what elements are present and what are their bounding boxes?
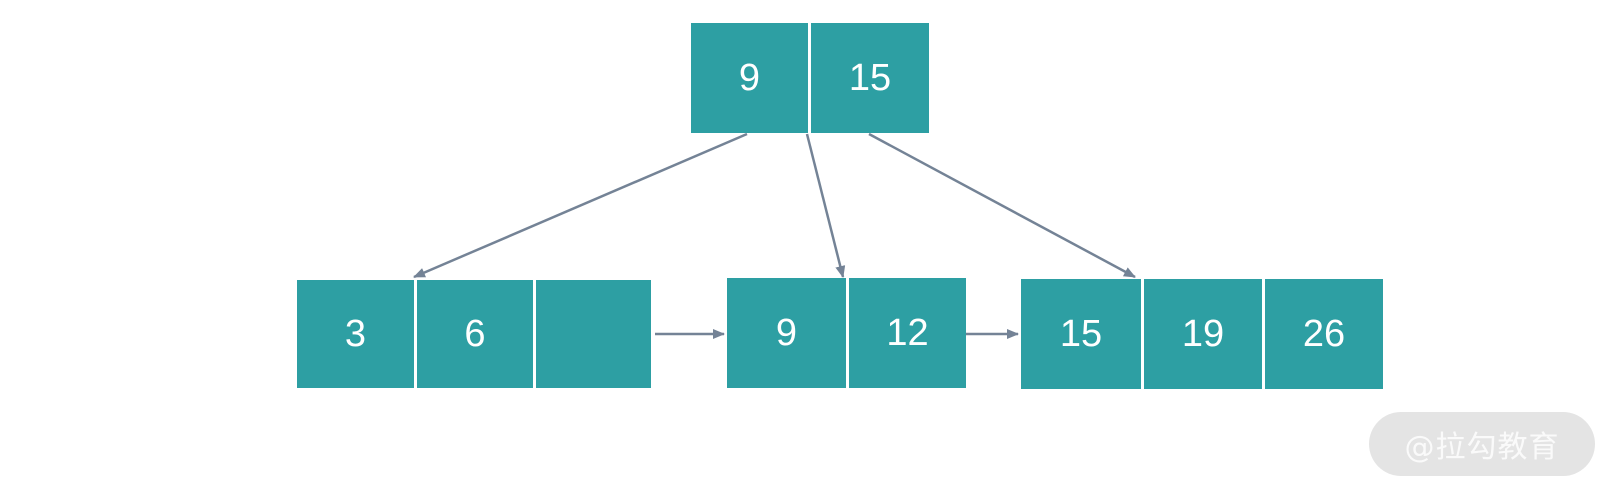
- leaf-node-2: 9 12: [727, 278, 966, 388]
- arrow-root-to-leaf-3: [868, 132, 1136, 279]
- leaf-key-cell: 15: [1021, 279, 1141, 389]
- leaf-node-1: 3 6: [297, 280, 651, 388]
- arrow-root-to-leaf-2: [805, 133, 846, 278]
- leaf-key-cell: 26: [1262, 279, 1383, 389]
- leaf-key-cell: 12: [846, 278, 966, 388]
- root-node: 9 15: [691, 23, 929, 133]
- leaf-key-cell: 19: [1141, 279, 1262, 389]
- root-key-cell: 15: [808, 23, 929, 133]
- root-key-cell: 9: [691, 23, 808, 133]
- leaf-key-cell: 9: [727, 278, 846, 388]
- arrow-root-to-leaf-1: [413, 132, 748, 279]
- leaf-key-cell: 3: [297, 280, 414, 388]
- leaf-key-cell: 6: [414, 280, 533, 388]
- leaf-node-3: 15 19 26: [1021, 279, 1383, 389]
- watermark: @拉勾教育: [1369, 412, 1595, 476]
- leaf-key-cell-empty: [533, 280, 651, 388]
